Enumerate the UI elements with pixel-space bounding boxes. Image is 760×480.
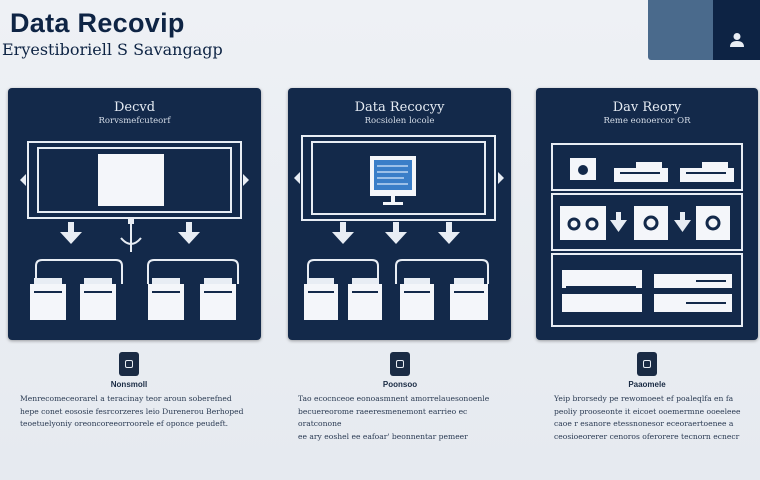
- panel-2-badge-label: Poonsoo: [382, 380, 418, 389]
- panel-1: Decvd Rorvsmefcuteorf: [8, 88, 261, 340]
- panel-2: Data Recocyy Rocsiolen locole: [288, 88, 511, 340]
- panel-3-diagram: [551, 143, 743, 327]
- panel-3: Dav Reory Reme eonoercor OR: [536, 88, 758, 340]
- monitor-icon: [370, 156, 416, 205]
- panel-2-badge-icon: [390, 352, 410, 376]
- panel-1-badge-icon: [119, 352, 139, 376]
- panel-3-subtitle: Reme eonoercor OR: [603, 116, 691, 126]
- panel-2-subtitle: Rocsiolen locole: [364, 116, 435, 126]
- page-title: Data Recovip: [10, 8, 185, 38]
- panel-1-diagram: [20, 141, 249, 320]
- page-subtitle: Eryestiboriell S Savangagp: [2, 40, 223, 59]
- panel-3-badge-icon: [637, 352, 657, 376]
- panel-3-badge-label: Paaomele: [628, 380, 666, 389]
- panel-1-badge-label: Nonsmoll: [110, 380, 148, 389]
- panel-3-title: Dav Reory: [612, 100, 682, 115]
- panel-3-description: Yeip brorsedy pe rewomoeet ef poaleqlfa …: [554, 394, 741, 441]
- panel-2-title: Data Recocyy: [354, 100, 445, 115]
- down-arrow-icon: [60, 222, 200, 244]
- down-arrow-icon: [332, 222, 460, 244]
- panel-1-description: Menrecomeceorarel a teracinay teor aroun…: [20, 394, 244, 428]
- panel-1-title: Decvd: [113, 100, 156, 115]
- panel-2-description: Tao ecocnceoe eonoasmnent amorrelauesono…: [298, 394, 490, 441]
- account-button[interactable]: [713, 0, 760, 60]
- panel-1-subtitle: Rorvsmefcuteorf: [98, 116, 171, 126]
- user-icon: [730, 33, 744, 47]
- down-arrow-icon: [610, 212, 691, 232]
- panel-2-diagram: [294, 135, 504, 320]
